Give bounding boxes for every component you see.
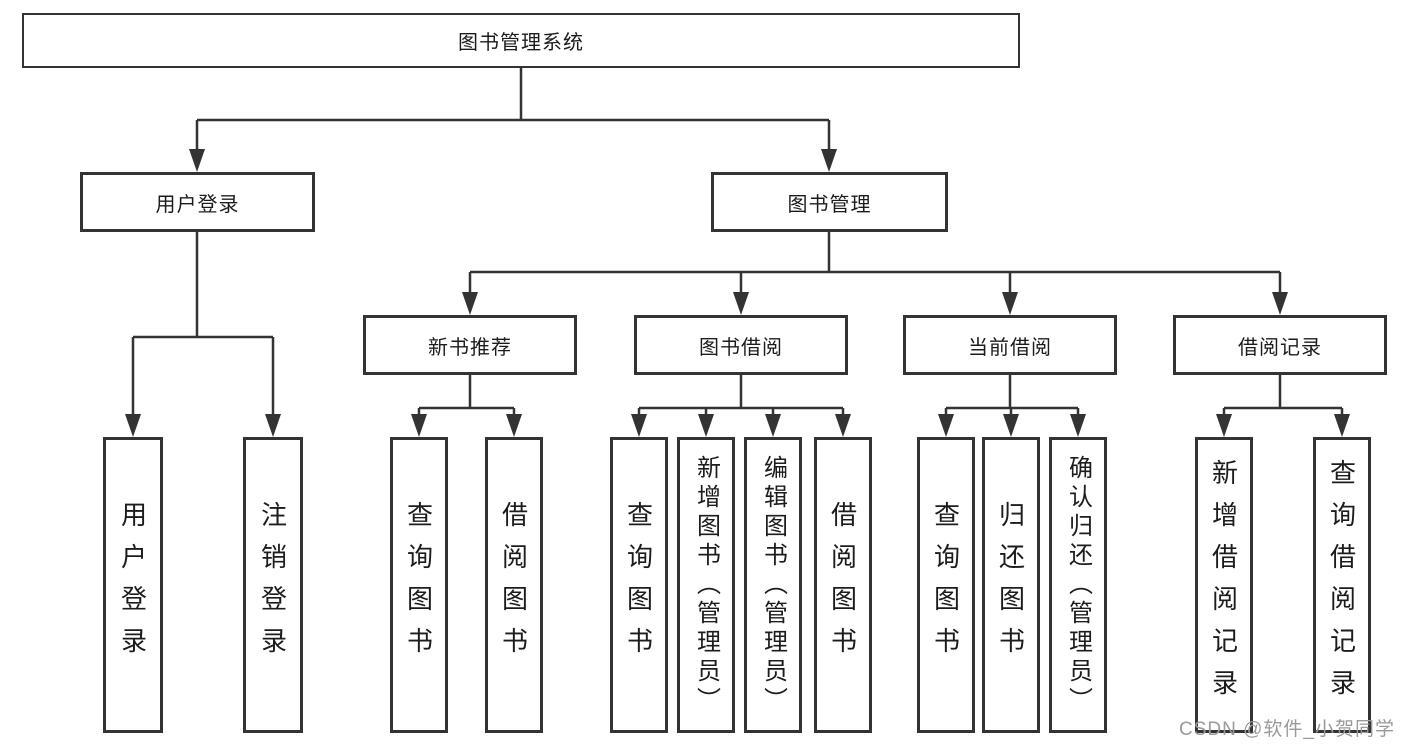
leaf-add-book-admin: 新增图书（管理员） <box>677 437 735 733</box>
leaf-query-book-3: 查询图书 <box>917 437 975 733</box>
leaf-query-book-2: 查询图书 <box>610 437 668 733</box>
csdn-watermark: CSDN @软件_小贺同学 <box>1179 719 1395 740</box>
node-user-login: 用户登录 <box>80 172 315 232</box>
leaf-borrow-book-2: 借阅图书 <box>814 437 872 733</box>
arrowheads <box>125 149 1350 437</box>
node-new-book-recommend: 新书推荐 <box>363 315 577 375</box>
node-borrow-record: 借阅记录 <box>1173 315 1387 375</box>
leaf-add-borrow-record: 新增借阅记录 <box>1195 437 1253 733</box>
node-current-borrow: 当前借阅 <box>903 315 1117 375</box>
node-root: 图书管理系统 <box>22 13 1020 68</box>
leaf-logout: 注销登录 <box>243 437 303 733</box>
leaf-query-book-1: 查询图书 <box>390 437 448 733</box>
leaf-edit-book-admin: 编辑图书（管理员） <box>744 437 802 733</box>
leaf-query-borrow-record: 查询借阅记录 <box>1313 437 1371 733</box>
leaf-confirm-return-admin: 确认归还（管理员） <box>1049 437 1107 733</box>
leaf-borrow-book-1: 借阅图书 <box>485 437 543 733</box>
leaf-user-login: 用户登录 <box>103 437 163 733</box>
node-book-management: 图书管理 <box>711 172 948 232</box>
leaf-return-book: 归还图书 <box>982 437 1040 733</box>
node-book-borrow: 图书借阅 <box>634 315 848 375</box>
